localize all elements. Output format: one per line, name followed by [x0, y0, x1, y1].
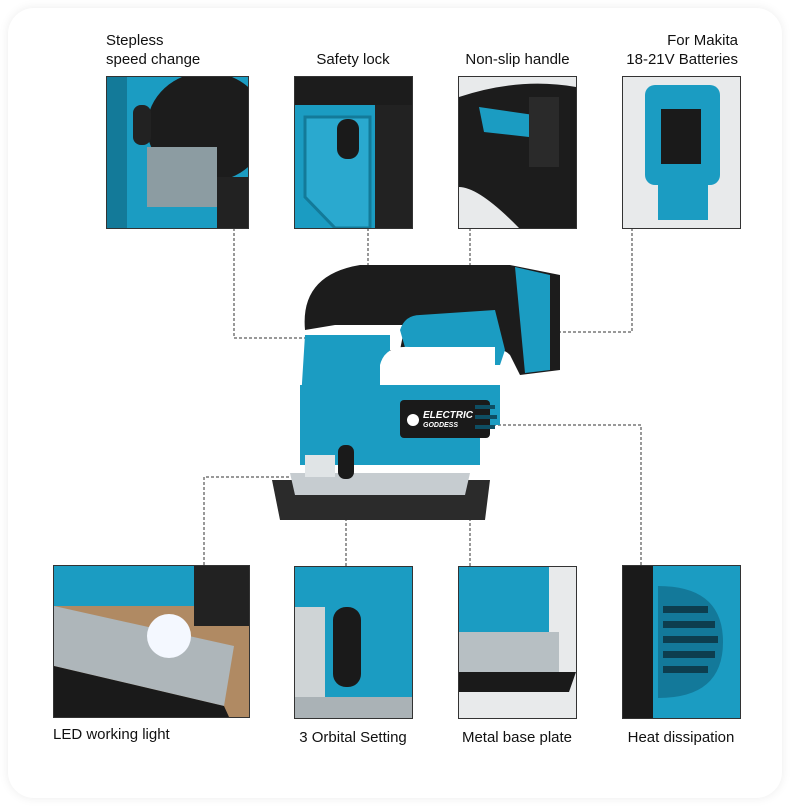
label-metal-base: Metal base plate	[461, 729, 573, 746]
photo-speed-switch	[106, 76, 249, 229]
leader-line	[203, 476, 322, 565]
svg-text:GODDESS: GODDESS	[423, 422, 458, 429]
label-non-slip-handle: Non-slip handle	[465, 51, 570, 68]
photo-base-plate	[458, 566, 577, 719]
photo-led-light	[53, 565, 250, 718]
label-orbital-setting: 3 Orbital Setting	[299, 729, 407, 746]
photo-battery-mount	[622, 76, 741, 229]
photo-orbital-switch	[294, 566, 413, 719]
photo-safety-lock	[294, 76, 413, 229]
jigsaw-product-image: ELECTRIC GODDESS	[272, 265, 560, 520]
label-safety-lock: Safety lock	[316, 51, 390, 68]
label-heat-dissipation: Heat dissipation	[627, 729, 735, 746]
leader-line	[548, 228, 633, 333]
photo-vents	[622, 565, 741, 719]
photo-handle	[458, 76, 577, 229]
leader-line	[492, 424, 642, 565]
brand-logo: ELECTRIC	[423, 410, 474, 421]
label-led-light: LED working light	[53, 726, 170, 743]
